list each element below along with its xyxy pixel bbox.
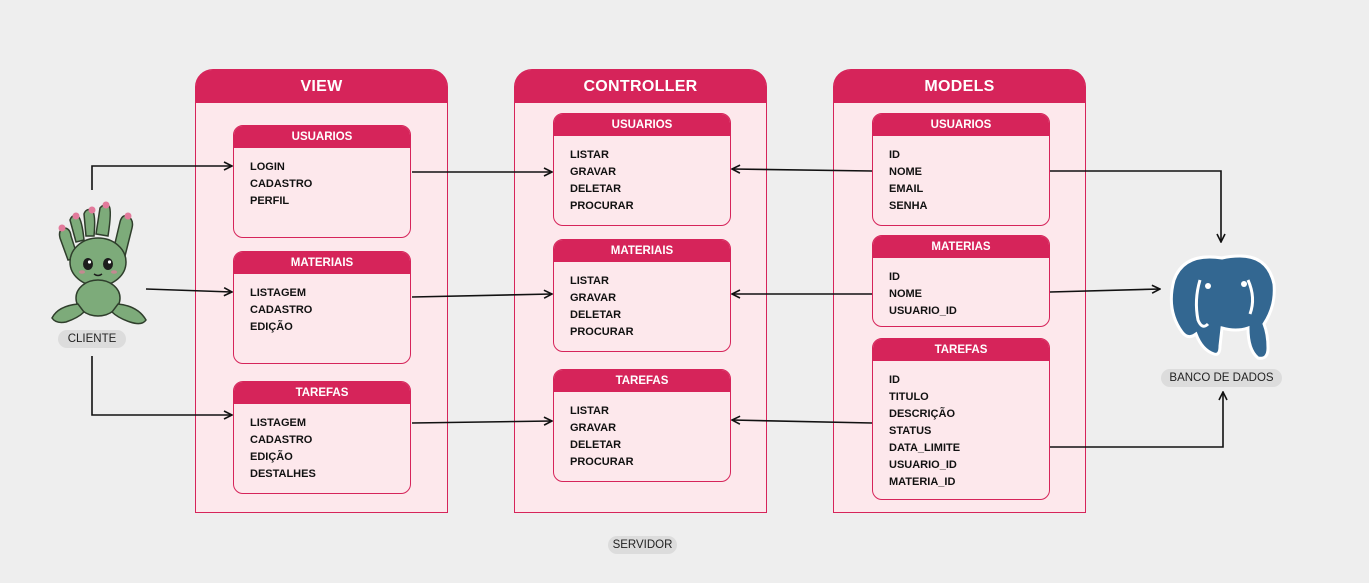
card-field: EDIÇÃO [250,321,293,333]
server-label: SERVIDOR [608,536,677,554]
card-field: GRAVAR [570,166,617,178]
card-field: LISTAR [570,275,609,287]
card-field: PERFIL [250,195,290,207]
database-label: BANCO DE DADOS [1161,369,1282,387]
card-field: CADASTRO [250,304,313,316]
cactus-mascot-icon [51,201,147,325]
column-title: MODELS [834,70,1085,103]
card-field: TITULO [889,391,929,403]
card-title: USUARIOS [234,126,410,148]
card-field: SENHA [889,200,928,212]
card-title: MATERIAS [873,236,1049,258]
card-fields: LISTAR GRAVAR DELETAR PROCURAR [554,392,730,471]
card-title: MATERIAIS [554,240,730,262]
card-title: TAREFAS [873,339,1049,361]
card: TAREFAS ID TITULO DESCRIÇÃO STATUS DATA_LIMIT… [872,338,1050,500]
card-field: LISTAGEM [250,287,307,299]
card-fields: ID NOME EMAIL SENHA [873,136,1049,215]
card-title: USUARIOS [554,114,730,136]
card-field: USUARIO_ID [889,459,957,471]
card-field: PROCURAR [570,326,634,338]
card-field: NOME [889,288,922,300]
card-field: NOME [889,166,922,178]
card: MATERIAIS LISTAR GRAVAR DELETAR PROCURAR [553,239,731,352]
client-label: CLIENTE [58,330,126,348]
card-field: STATUS [889,425,932,437]
card-fields: LISTAGEM CADASTRO EDIÇÃO DESTALHES [234,404,410,483]
card-fields: LISTAGEM CADASTRO EDIÇÃO [234,274,410,336]
card-field: ID [889,374,900,386]
card-field: GRAVAR [570,422,617,434]
card-field: DESTALHES [250,468,316,480]
card-field: USUARIO_ID [889,305,957,317]
card-fields: ID TITULO DESCRIÇÃO STATUS DATA_LIMITE USUARI… [873,361,1049,491]
card-field: LOGIN [250,161,285,173]
card-title: USUARIOS [873,114,1049,136]
card: TAREFAS LISTAR GRAVAR DELETAR PROCURAR [553,369,731,482]
card-field: DATA_LIMITE [889,442,961,454]
card-fields: ID NOME USUARIO_ID [873,258,1049,320]
card-fields: LOGIN CADASTRO PERFIL [234,148,410,210]
card: USUARIOS ID NOME EMAIL SENHA [872,113,1050,226]
postgresql-elephant-icon [1169,254,1276,360]
card-field: GRAVAR [570,292,617,304]
card: USUARIOS LISTAR GRAVAR DELETAR PROCURAR [553,113,731,226]
column-title: VIEW [196,70,447,103]
card-field: PROCURAR [570,456,634,468]
card-title: TAREFAS [234,382,410,404]
card-field: ID [889,271,900,283]
card: MATERIAIS LISTAGEM CADASTRO EDIÇÃO [233,251,411,364]
card-field: CADASTRO [250,434,313,446]
card-title: TAREFAS [554,370,730,392]
card-field: EMAIL [889,183,924,195]
card: USUARIOS LOGIN CADASTRO PERFIL [233,125,411,238]
card: TAREFAS LISTAGEM CADASTRO EDIÇÃO DESTALHES [233,381,411,494]
column-title: CONTROLLER [515,70,766,103]
card-field: ID [889,149,900,161]
card-field: DELETAR [570,309,622,321]
card-title: MATERIAIS [234,252,410,274]
card-field: DELETAR [570,183,622,195]
card-field: CADASTRO [250,178,313,190]
card-field: PROCURAR [570,200,634,212]
card-field: MATERIA_ID [889,476,956,488]
card-field: DESCRIÇÃO [889,408,956,420]
card-field: EDIÇÃO [250,451,293,463]
card-field: LISTAR [570,405,609,417]
card-field: LISTAGEM [250,417,307,429]
card-fields: LISTAR GRAVAR DELETAR PROCURAR [554,136,730,215]
card-field: DELETAR [570,439,622,451]
card-field: LISTAR [570,149,609,161]
card-fields: LISTAR GRAVAR DELETAR PROCURAR [554,262,730,341]
card: MATERIAS ID NOME USUARIO_ID [872,235,1050,327]
